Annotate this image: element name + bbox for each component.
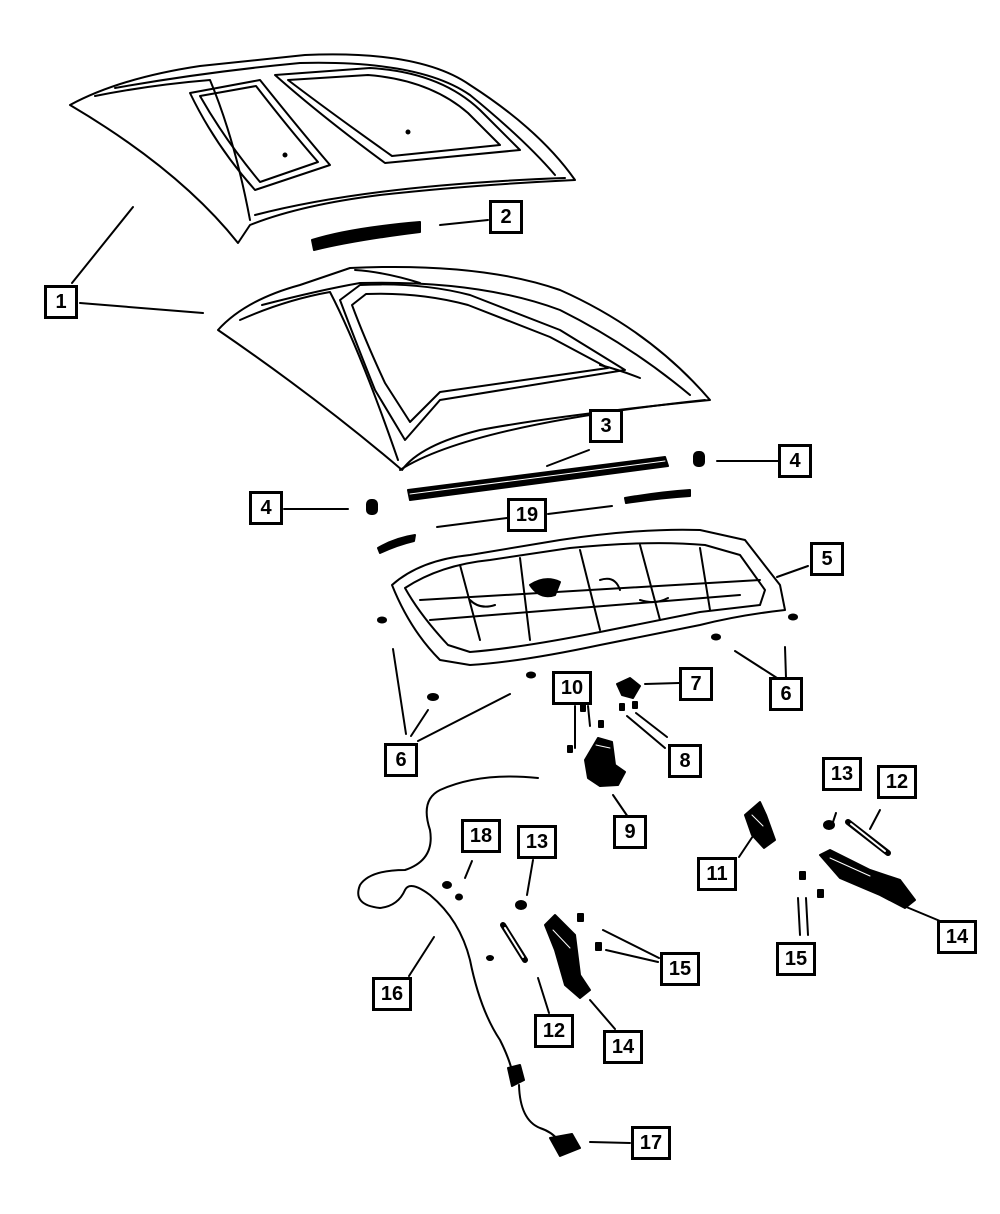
- gas-strut: [500, 819, 891, 963]
- callout-2: 2: [489, 200, 523, 234]
- release-handle: [507, 1064, 581, 1157]
- hinge-bracket: [744, 801, 776, 849]
- hood-outer-panel: [69, 53, 576, 244]
- release-cable: [357, 775, 559, 1141]
- callout-15-left: 15: [660, 952, 700, 986]
- hood-latch: [584, 737, 626, 787]
- callout-3: 3: [589, 409, 623, 443]
- cable-clip: [442, 881, 494, 961]
- hood-scoop-seal: [311, 221, 421, 251]
- insulator-clip: [377, 613, 798, 701]
- hood-inner-panel: [391, 528, 786, 666]
- leader-lines: [71, 206, 941, 1144]
- bolt: [567, 704, 604, 753]
- callout-6-left: 6: [384, 743, 418, 777]
- callout-12-right: 12: [877, 765, 917, 799]
- callout-6-right: 6: [769, 677, 803, 711]
- callout-18: 18: [461, 819, 501, 853]
- callout-13-right: 13: [822, 757, 862, 791]
- callout-4-left: 4: [249, 491, 283, 525]
- hood-hinge: [544, 849, 916, 999]
- callout-10: 10: [552, 671, 592, 705]
- rear-seal: [377, 489, 691, 554]
- callout-14-right: 14: [937, 920, 977, 954]
- nut: [515, 820, 835, 910]
- callout-5: 5: [810, 542, 844, 576]
- callout-19: 19: [507, 498, 547, 532]
- callout-8: 8: [668, 744, 702, 778]
- hinge-bolt: [577, 871, 824, 951]
- callout-12-left: 12: [534, 1014, 574, 1048]
- front-seal: [407, 456, 669, 501]
- callout-4-right: 4: [778, 444, 812, 478]
- bumper-stop: [366, 451, 705, 515]
- callout-7: 7: [679, 667, 713, 701]
- callout-9: 9: [613, 815, 647, 849]
- callout-14-left: 14: [603, 1030, 643, 1064]
- screw: [619, 701, 638, 711]
- callout-17: 17: [631, 1126, 671, 1160]
- hood-panel: [217, 265, 711, 471]
- callout-15-right: 15: [776, 942, 816, 976]
- latch-striker: [616, 677, 641, 699]
- callout-16: 16: [372, 977, 412, 1011]
- callout-11: 11: [697, 857, 737, 891]
- callout-13-left: 13: [517, 825, 557, 859]
- callout-1-top: 1: [44, 285, 78, 319]
